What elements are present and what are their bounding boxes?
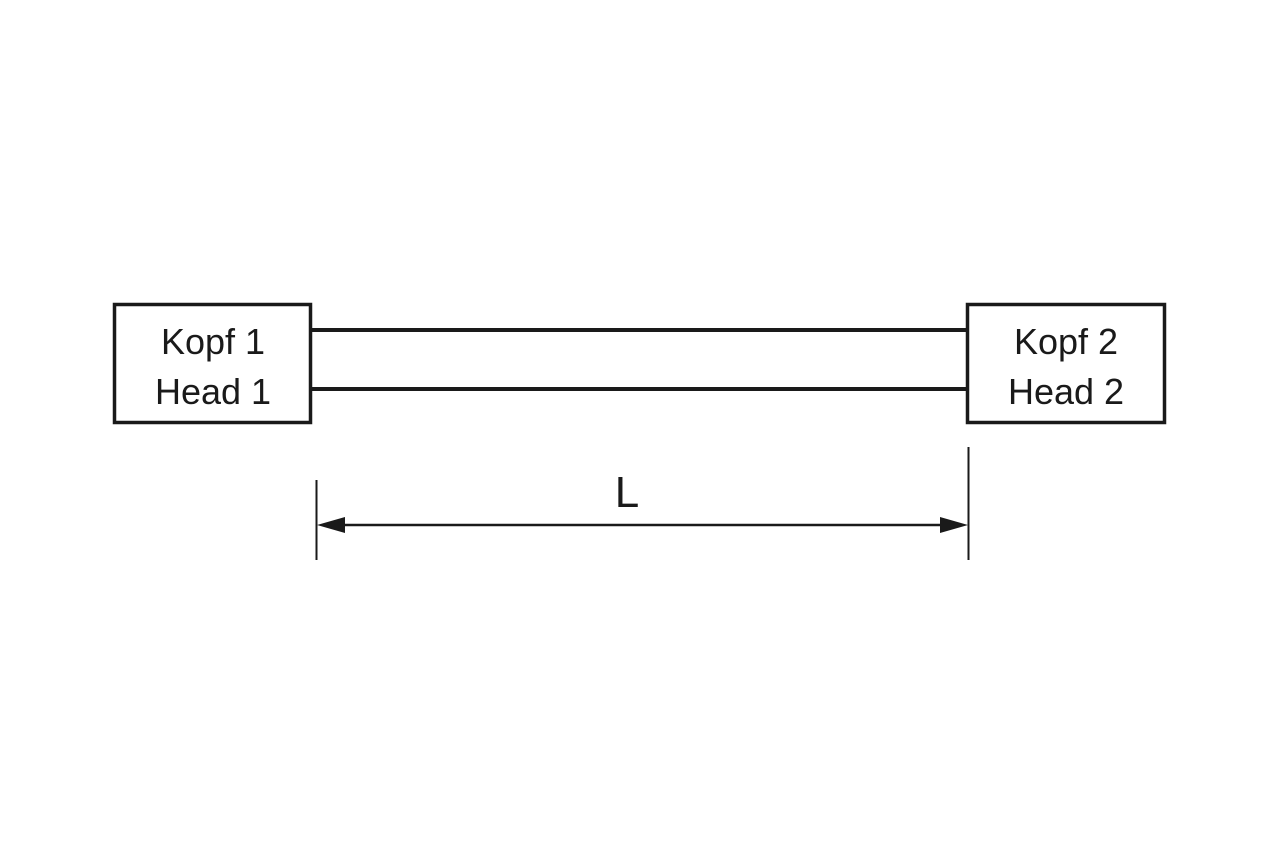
head-2-frame bbox=[965, 302, 1167, 425]
head-1-frame bbox=[112, 302, 313, 425]
head-1-box: Kopf 1 Head 1 bbox=[112, 302, 313, 425]
head-1-label-en: Head 1 bbox=[155, 371, 271, 412]
cable bbox=[311, 328, 968, 391]
head-2-label-de: Kopf 2 bbox=[1014, 321, 1118, 362]
length-dimension: L bbox=[315, 447, 970, 560]
head-2-box: Kopf 2 Head 2 bbox=[965, 302, 1167, 425]
head-1-label-de: Kopf 1 bbox=[161, 321, 265, 362]
head-2-label-en: Head 2 bbox=[1008, 371, 1124, 412]
dimension-arrow-left-icon bbox=[317, 517, 345, 533]
dimension-arrow-right-icon bbox=[940, 517, 968, 533]
dimension-label: L bbox=[615, 468, 639, 517]
